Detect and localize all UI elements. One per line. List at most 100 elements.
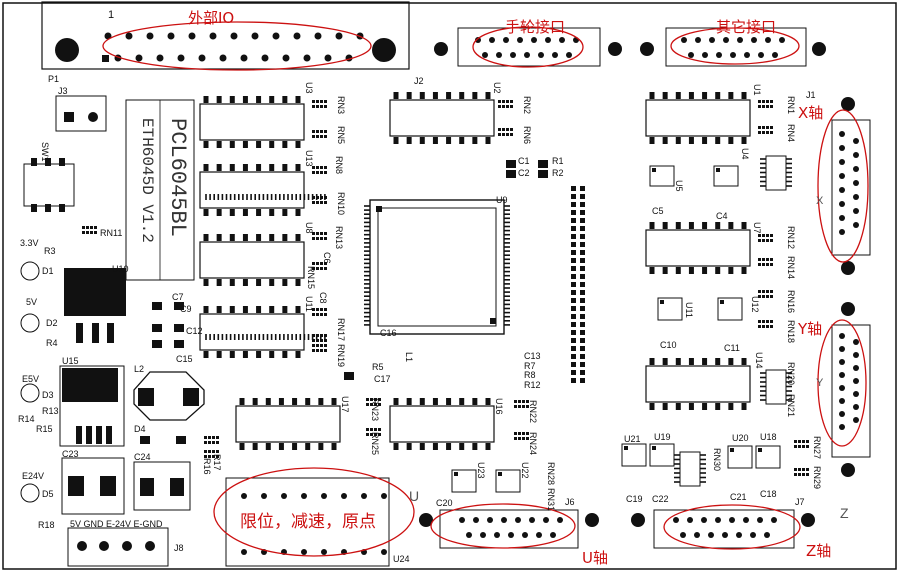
ic-body [199, 313, 305, 351]
u10-regulator [64, 268, 126, 343]
annotation-limit-text: 限位，减速，原点 [240, 512, 376, 532]
smd-pad [312, 201, 315, 204]
annotation-y-axis: Y轴 [798, 320, 823, 338]
smd-pad [514, 437, 517, 440]
smd-pad [766, 295, 769, 298]
pin [580, 242, 585, 247]
ref-p1: P1 [48, 74, 60, 84]
pin [673, 517, 679, 523]
smd-pad [320, 100, 323, 103]
smd-pad [320, 262, 323, 265]
ref-r2: R2 [552, 168, 564, 178]
pin [252, 443, 258, 450]
smd-pad [324, 344, 327, 347]
pin [282, 54, 290, 62]
pin [406, 92, 412, 99]
smd-chip [755, 445, 781, 469]
pin [580, 186, 585, 191]
pin [324, 54, 332, 62]
pin [295, 351, 301, 358]
smd-pad [320, 232, 323, 235]
smd-pad [316, 201, 319, 204]
z-axis-connector [631, 509, 815, 549]
pin [269, 234, 275, 241]
smd-pad [378, 433, 381, 436]
ref-j3: J3 [58, 86, 68, 96]
smd-pad [324, 135, 327, 138]
pin [675, 403, 681, 410]
pin [446, 137, 452, 144]
pin [744, 52, 750, 58]
smd-pad [94, 231, 97, 234]
smd-pad [762, 131, 765, 134]
pin [256, 164, 262, 171]
pin [853, 180, 859, 186]
y-axis-connector [831, 302, 871, 477]
pin [649, 92, 655, 99]
pin [406, 443, 412, 450]
pin [335, 32, 343, 40]
smd-pad [770, 126, 773, 129]
smd-pad [720, 300, 724, 304]
pin [571, 250, 576, 255]
p1-connector [41, 1, 410, 70]
pin [466, 532, 472, 538]
smd-pad [794, 468, 797, 471]
smd-pad [652, 446, 656, 450]
pin [758, 52, 764, 58]
pin [269, 306, 275, 313]
smd-pad [324, 313, 327, 316]
smd-pad [762, 126, 765, 129]
pin [216, 234, 222, 241]
smd-pad [378, 403, 381, 406]
smd-pad [212, 450, 215, 453]
pin [839, 131, 845, 137]
smd-pad [766, 320, 769, 323]
pin [688, 92, 694, 99]
pin [580, 282, 585, 287]
smd-pad [522, 432, 525, 435]
pin [419, 92, 425, 99]
smd-chip [451, 469, 477, 493]
smd-pad [374, 403, 377, 406]
pin [853, 365, 859, 371]
smd-pad [770, 234, 773, 237]
pin [765, 37, 771, 43]
pin [472, 443, 478, 450]
pin [503, 37, 509, 43]
smd-pad [312, 196, 315, 199]
pin [209, 32, 217, 40]
ref-u11: U11 [304, 296, 314, 312]
pin [241, 549, 247, 555]
smd-pad [762, 290, 765, 293]
pin [571, 194, 576, 199]
smd-pad [320, 135, 323, 138]
smd-pad [806, 473, 809, 476]
pin [538, 52, 544, 58]
smd-pad [802, 468, 805, 471]
smd-pad [454, 472, 458, 476]
pin [510, 52, 516, 58]
ref-rn30: RN30 [712, 448, 722, 472]
smd-pad [312, 339, 315, 342]
smd-pad [802, 445, 805, 448]
smd-pad [770, 320, 773, 323]
smd-pad [762, 325, 765, 328]
ic-body [199, 171, 305, 209]
ref-u15: U15 [62, 356, 79, 366]
ref-u2: U2 [492, 82, 502, 94]
annotation-external-io: 外部IO [188, 9, 235, 27]
ref-d3: D3 [42, 390, 54, 400]
ref-j2: J2 [414, 76, 424, 86]
pin [741, 137, 747, 144]
ref-u10: U10 [112, 264, 129, 274]
smd-pad [526, 400, 529, 403]
pin [242, 96, 248, 103]
pin [702, 358, 708, 365]
pin [839, 385, 845, 391]
pad [176, 436, 186, 444]
pin [432, 443, 438, 450]
ref-c11: C11 [724, 343, 740, 353]
smd-pad [320, 344, 323, 347]
smd-pad [316, 262, 319, 265]
